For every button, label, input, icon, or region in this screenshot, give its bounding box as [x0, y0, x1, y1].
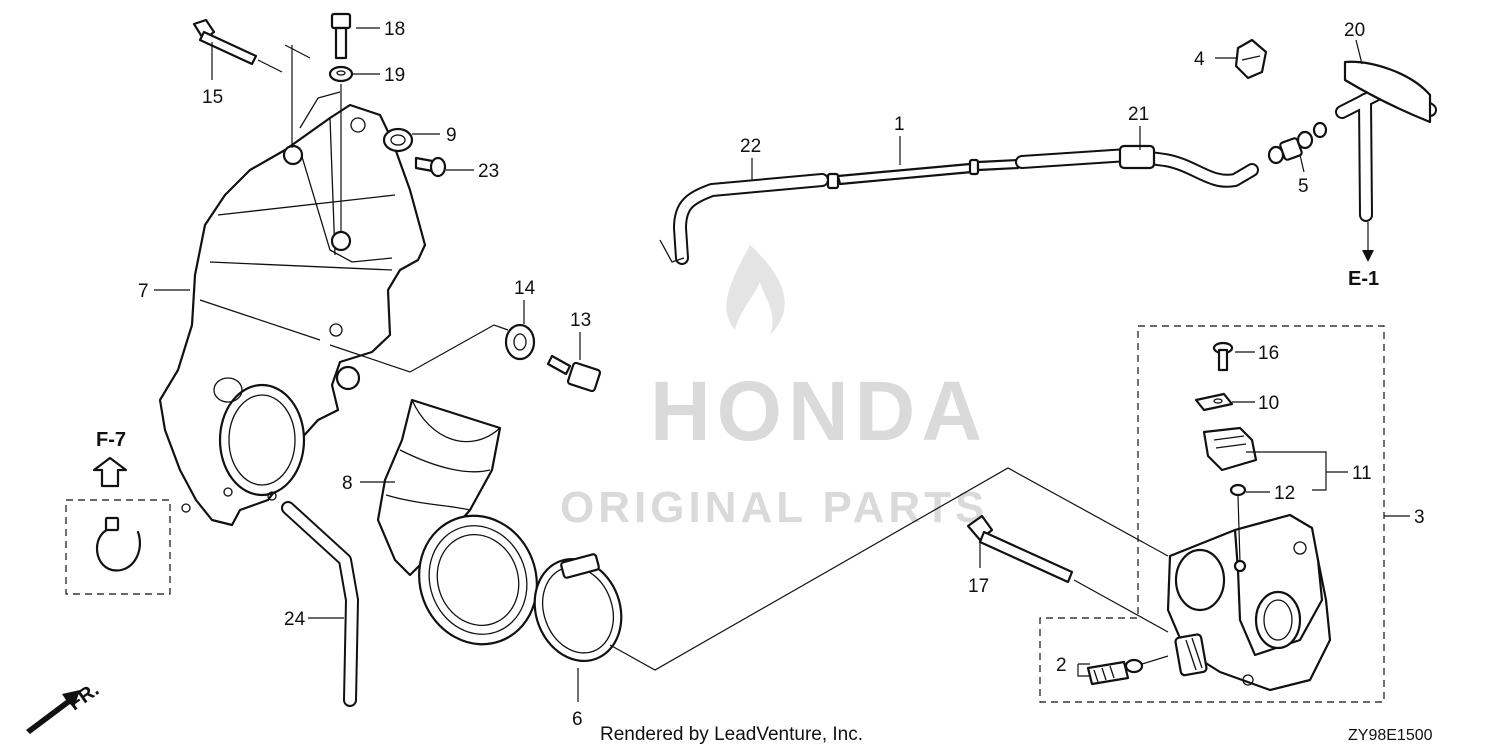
callout-13: 13: [570, 310, 591, 331]
breather-hose-part-22: [659, 173, 829, 265]
callout-6: 6: [572, 709, 583, 730]
callout-9: 9: [446, 125, 457, 146]
tube-part-1: [826, 158, 1020, 190]
callout-24: 24: [284, 609, 306, 630]
callout-16: 16: [1258, 343, 1279, 364]
callout-20: 20: [1344, 20, 1365, 41]
watermark-line2: ORIGINAL PARTS: [560, 483, 988, 532]
callout-15: 15: [202, 87, 223, 108]
callout-4: 4: [1194, 49, 1205, 70]
clamp-guide: [609, 467, 1169, 671]
joint-part-5: [1267, 121, 1328, 165]
sensor-screw-hole: [1233, 559, 1247, 573]
drawing-code: ZY98E1500: [1348, 727, 1433, 744]
callout-2: 2: [1056, 655, 1067, 676]
throttle-body-part-3: [1166, 513, 1332, 692]
callout-14: 14: [514, 278, 536, 299]
callout-21: 21: [1128, 104, 1149, 125]
callout-7: 7: [138, 281, 149, 302]
callout-10: 10: [1258, 393, 1279, 414]
reference-e1: E-1: [1348, 268, 1379, 290]
screw-part-2: [1086, 658, 1144, 686]
tube-part-24: [281, 501, 359, 707]
clip-part-4: [1234, 38, 1268, 80]
bolt-15-guide-2: [284, 44, 311, 59]
callout-23: 23: [478, 161, 499, 182]
bolt-17-guide: [1073, 579, 1169, 633]
callout-1: 1: [894, 114, 905, 135]
o-ring-part-12: [1229, 483, 1247, 497]
callout-8: 8: [342, 473, 353, 494]
grommet-part-9: [382, 127, 414, 153]
sensor-part-11: [1202, 426, 1258, 472]
watermark-line1: HONDA: [650, 364, 988, 458]
grommet-guide: [329, 324, 509, 373]
hose-part-21: [1015, 144, 1259, 188]
front-arrow-icon: [26, 690, 80, 734]
circlip-icon: [96, 516, 141, 572]
collar-part-23: [414, 156, 447, 178]
callout-11: 11: [1352, 463, 1372, 484]
reference-f7: F-7: [96, 429, 126, 451]
callout-17: 17: [968, 576, 989, 597]
e1-arrow-head: [1362, 250, 1374, 262]
callout-3: 3: [1414, 507, 1425, 528]
assembly-dashed-frame: [1039, 325, 1385, 703]
reference-front: FR.: [64, 679, 103, 716]
sensor-guide: [1237, 495, 1241, 563]
callout-12: 12: [1274, 483, 1295, 504]
callout-labels: 15 18 19 9 23 7 14 13 8 6 24 22 1 21 4 5…: [138, 19, 1425, 730]
intake-duct-part-8: [376, 398, 538, 646]
sensor-part-13: [546, 354, 602, 393]
clamp-part-6: [533, 553, 623, 663]
grommet-part-14: [504, 323, 536, 361]
callout-22: 22: [740, 136, 761, 157]
callout-18: 18: [384, 19, 405, 40]
honda-watermark: HONDA ORIGINAL PARTS: [560, 245, 988, 532]
bolt-part-18: [330, 12, 352, 60]
callout-19: 19: [384, 65, 405, 86]
intake-cover-part-7: [158, 91, 427, 527]
bolt-part-17: [966, 514, 1074, 584]
credit-text: Rendered by LeadVenture, Inc.: [600, 724, 863, 745]
callout-5: 5: [1298, 176, 1309, 197]
f7-up-arrow-icon: [92, 456, 128, 488]
screw-2-guide: [1141, 655, 1169, 665]
screw-part-16: [1212, 341, 1234, 372]
tee-joint-part-20: [1335, 60, 1437, 222]
plate-part-10: [1194, 392, 1234, 412]
callout-leaders: [154, 27, 1410, 702]
bolt-part-15: [192, 18, 283, 73]
f7-dashed-box: [65, 499, 171, 595]
washer-part-19: [328, 65, 354, 83]
